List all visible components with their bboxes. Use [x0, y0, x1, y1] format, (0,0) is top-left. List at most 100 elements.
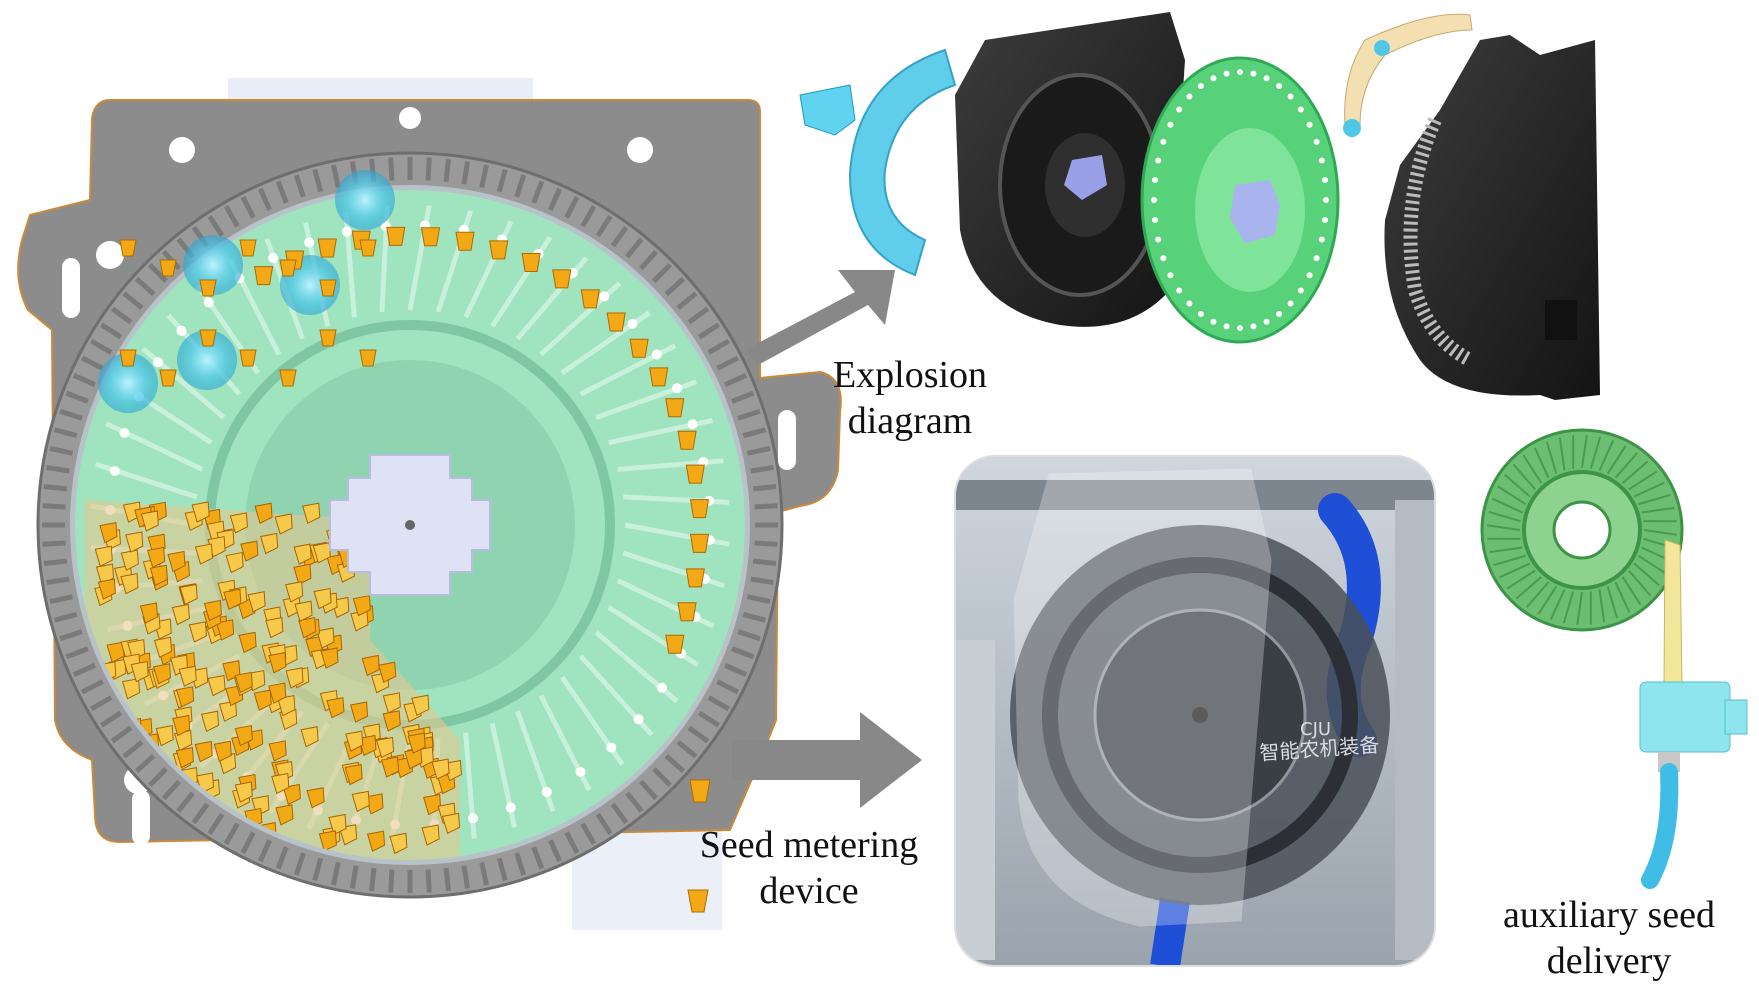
gear-tooth	[731, 646, 755, 660]
seed	[685, 464, 705, 484]
suction-hole	[633, 714, 644, 725]
gear-tooth	[752, 484, 777, 492]
pile-seed	[316, 627, 335, 649]
pile-seed	[234, 781, 253, 803]
seed	[689, 533, 710, 553]
gear-tooth	[53, 611, 78, 623]
gear-tooth	[676, 740, 698, 759]
pile-seed	[200, 710, 220, 732]
gear-tooth	[122, 291, 144, 310]
pile-seed	[366, 830, 386, 852]
gear-tooth	[148, 767, 168, 787]
aux-slot	[1633, 481, 1665, 498]
photo-border	[954, 455, 1436, 967]
seed	[254, 266, 274, 286]
pile-seed	[127, 639, 146, 661]
disc-hole	[1313, 255, 1320, 262]
pile-seed	[254, 502, 273, 524]
disc-hole	[1167, 121, 1174, 128]
gear-tooth	[331, 164, 341, 189]
pile-seed	[234, 724, 253, 747]
disc-hole	[1167, 272, 1174, 279]
gear-tooth	[737, 408, 761, 421]
pile-seed	[326, 697, 345, 719]
aux-slot	[1499, 562, 1531, 579]
gear-tooth	[100, 322, 123, 340]
aux-slot	[1641, 506, 1675, 514]
gear-tooth	[148, 263, 168, 283]
seed	[239, 349, 257, 367]
gear-tooth	[72, 663, 96, 677]
disc-hole	[1263, 75, 1270, 82]
pile-seed	[306, 787, 325, 809]
aux-slot	[1598, 439, 1615, 471]
pile-seed	[253, 689, 272, 711]
seed	[685, 568, 705, 588]
seed	[665, 634, 685, 654]
gear-tooth	[514, 174, 527, 198]
seed-pile	[90, 501, 462, 860]
disc-hole	[1160, 255, 1167, 262]
slot-hole	[778, 410, 796, 470]
pile-seed	[407, 732, 426, 754]
disc-hole	[1276, 82, 1283, 89]
seed	[359, 349, 377, 367]
gear-tooth	[514, 852, 527, 876]
pile-seed	[389, 832, 408, 855]
disc-hole	[1223, 70, 1230, 77]
pile-seed	[225, 551, 244, 574]
disc-hole	[1152, 217, 1159, 224]
aux-slot	[1621, 460, 1649, 484]
pile-seed	[194, 740, 213, 763]
seed	[319, 329, 337, 347]
seed	[677, 602, 697, 622]
suction-hole	[268, 253, 279, 264]
pile-seed	[194, 543, 213, 565]
suction-hole	[153, 357, 164, 368]
gear-tooth	[240, 195, 256, 219]
green-disc-hub	[1230, 180, 1280, 243]
label-seed-line1: Seed metering	[699, 824, 919, 866]
seed	[580, 289, 600, 309]
gear-tooth	[580, 822, 597, 845]
label-seed-line2: device	[759, 870, 859, 912]
arrow-to-explosion	[745, 270, 895, 365]
gear-tooth	[349, 865, 359, 889]
disc-hole	[1323, 197, 1329, 203]
disc-hole	[1321, 217, 1328, 224]
suction-hole	[698, 456, 709, 467]
gear-tooth	[496, 857, 508, 882]
pile-seed	[351, 790, 370, 813]
aux-slot	[1598, 589, 1606, 623]
pile-seed	[268, 682, 287, 704]
aux-slot	[1633, 562, 1660, 587]
pile-seed	[175, 747, 194, 769]
gear-tooth	[122, 740, 144, 759]
seed	[521, 252, 541, 272]
aux-slot	[1525, 581, 1550, 608]
seed	[689, 499, 710, 519]
label-aux-line2: delivery	[1546, 940, 1672, 982]
aux-slot	[1512, 463, 1536, 491]
pile-seed	[302, 502, 321, 524]
pile-seed	[285, 581, 304, 603]
auxiliary-seed-delivery	[1480, 428, 1748, 889]
aux-slot	[1562, 591, 1575, 624]
gear-tooth	[610, 225, 629, 248]
pile-seed	[139, 602, 158, 624]
gear-tooth	[707, 338, 730, 355]
aux-slot	[1515, 576, 1543, 600]
pile-seed	[153, 636, 173, 659]
aux-slot	[1637, 554, 1667, 575]
gear-tooth	[258, 187, 272, 211]
gear-tooth	[652, 767, 672, 787]
label-aux-line1: auxiliary seed	[1502, 894, 1716, 936]
falling-seed	[689, 779, 711, 803]
gear-tooth	[479, 861, 489, 886]
gear-tooth	[737, 629, 761, 642]
aux-slot	[1643, 529, 1678, 536]
aux-slot	[1537, 585, 1558, 615]
gear-tooth	[742, 427, 767, 439]
label-explosion-line1: Explosion	[832, 354, 988, 396]
